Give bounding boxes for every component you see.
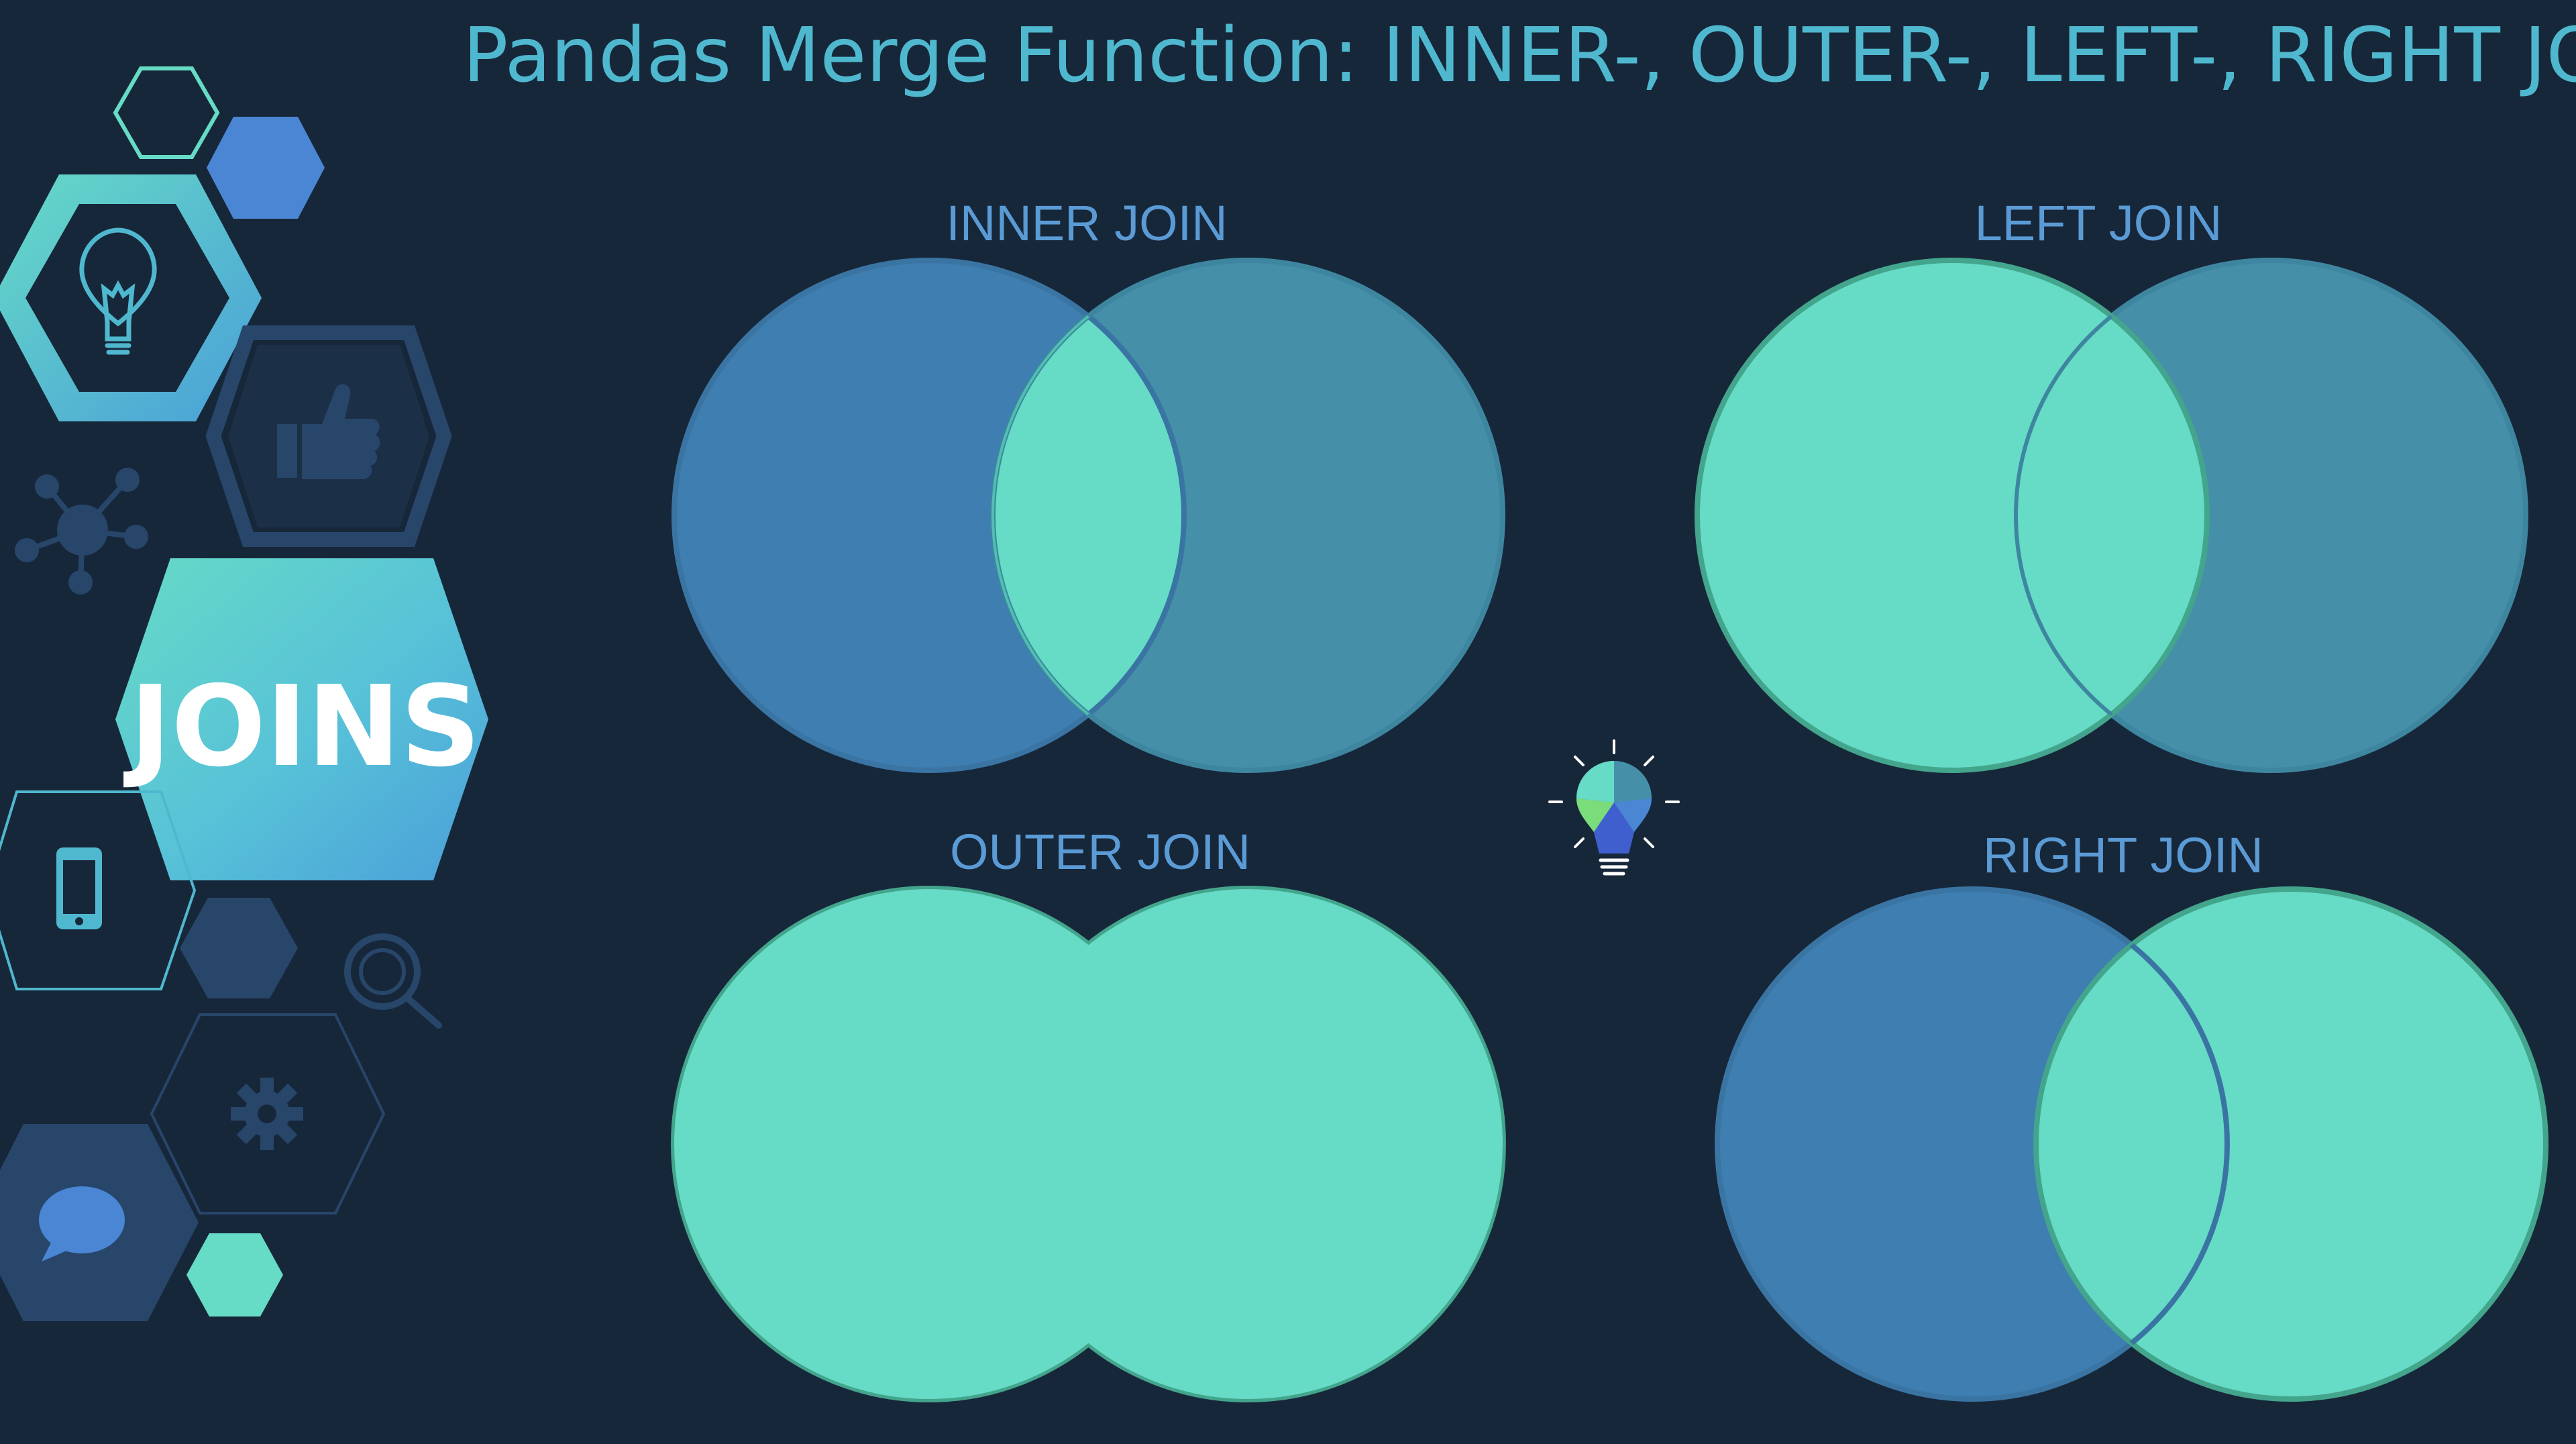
left-join-label: LEFT JOIN (1975, 195, 2222, 251)
chat-bubble-icon (39, 1186, 125, 1261)
right-join-right-circle (2033, 886, 2548, 1402)
left-join-diagram: LEFT JOIN (1695, 195, 2528, 773)
gear-icon (231, 1078, 303, 1150)
hexagon-blue-small (207, 117, 325, 219)
idea-bulb-icon (1548, 739, 1680, 876)
outer-join-diagram: OUTER JOIN (671, 824, 1506, 1402)
hexagon-dark-small (180, 898, 298, 998)
lightbulb-icon (79, 227, 157, 355)
hexagon-smartphone (0, 790, 197, 990)
right-join-label: RIGHT JOIN (1983, 827, 2263, 883)
hexagon-thumbs-up (205, 325, 452, 547)
page-title: Pandas Merge Function: INNER-, OUTER-, L… (463, 12, 2576, 99)
outer-join-label: OUTER JOIN (950, 824, 1250, 880)
joins-badge-hexagon (115, 558, 488, 880)
hexagon-outline-small (113, 66, 220, 159)
thumbs-up-icon (277, 384, 380, 479)
inner-join-label: INNER JOIN (946, 195, 1227, 251)
joins-badge-text: JOINS (123, 662, 480, 792)
network-icon (15, 468, 148, 595)
magnifier-icon (344, 933, 442, 1029)
inner-join-diagram: INNER JOIN (672, 195, 1505, 773)
hexagon-gear (150, 1013, 386, 1215)
hexagon-teal-small (186, 1233, 283, 1317)
inner-join-overlap (993, 260, 1184, 770)
right-join-diagram: RIGHT JOIN (1715, 827, 2548, 1402)
smartphone-icon (56, 847, 102, 929)
left-join-left-circle (1695, 258, 2210, 773)
decorative-hexagon-panel: JOINS (0, 66, 488, 1321)
